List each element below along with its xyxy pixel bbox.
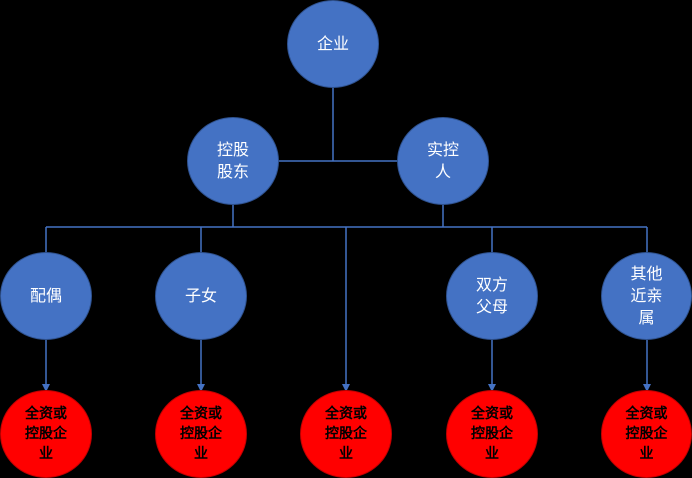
node-enterprise-label: 全资或 控股企 业 (180, 406, 222, 462)
node-enterprise-children: 全资或 控股企 业 (155, 390, 247, 478)
node-spouse-label: 配偶 (29, 286, 62, 305)
node-enterprise-label: 全资或 控股企 业 (25, 406, 67, 462)
node-parents-label: 双方 父母 (475, 275, 508, 316)
node-controlling-shareholder-label: 控股 股东 (216, 140, 249, 181)
node-other-relatives: 其他 近亲 属 (601, 252, 692, 340)
node-enterprise-relatives: 全资或 控股企 业 (601, 390, 692, 478)
node-enterprise-label: 全资或 控股企 业 (625, 406, 668, 462)
node-enterprise-spouse: 全资或 控股企 业 (0, 390, 92, 478)
node-children: 子女 (155, 252, 247, 340)
node-enterprise-top-label: 企业 (316, 34, 349, 53)
node-children-label: 子女 (184, 286, 217, 305)
node-enterprise-label: 全资或 控股企 业 (325, 406, 367, 462)
node-actual-controller: 实控 人 (397, 117, 489, 205)
node-parents: 双方 父母 (446, 252, 538, 340)
node-controlling-shareholder: 控股 股东 (187, 117, 279, 205)
node-enterprise-label: 全资或 控股企 业 (471, 406, 513, 462)
node-enterprise-direct: 全资或 控股企 业 (300, 390, 392, 478)
node-enterprise-parents: 全资或 控股企 业 (446, 390, 538, 478)
node-actual-controller-label: 实控 人 (426, 140, 459, 181)
node-enterprise-top: 企业 (287, 0, 379, 88)
node-other-relatives-label: 其他 近亲 属 (630, 264, 663, 327)
node-spouse: 配偶 (0, 252, 92, 340)
